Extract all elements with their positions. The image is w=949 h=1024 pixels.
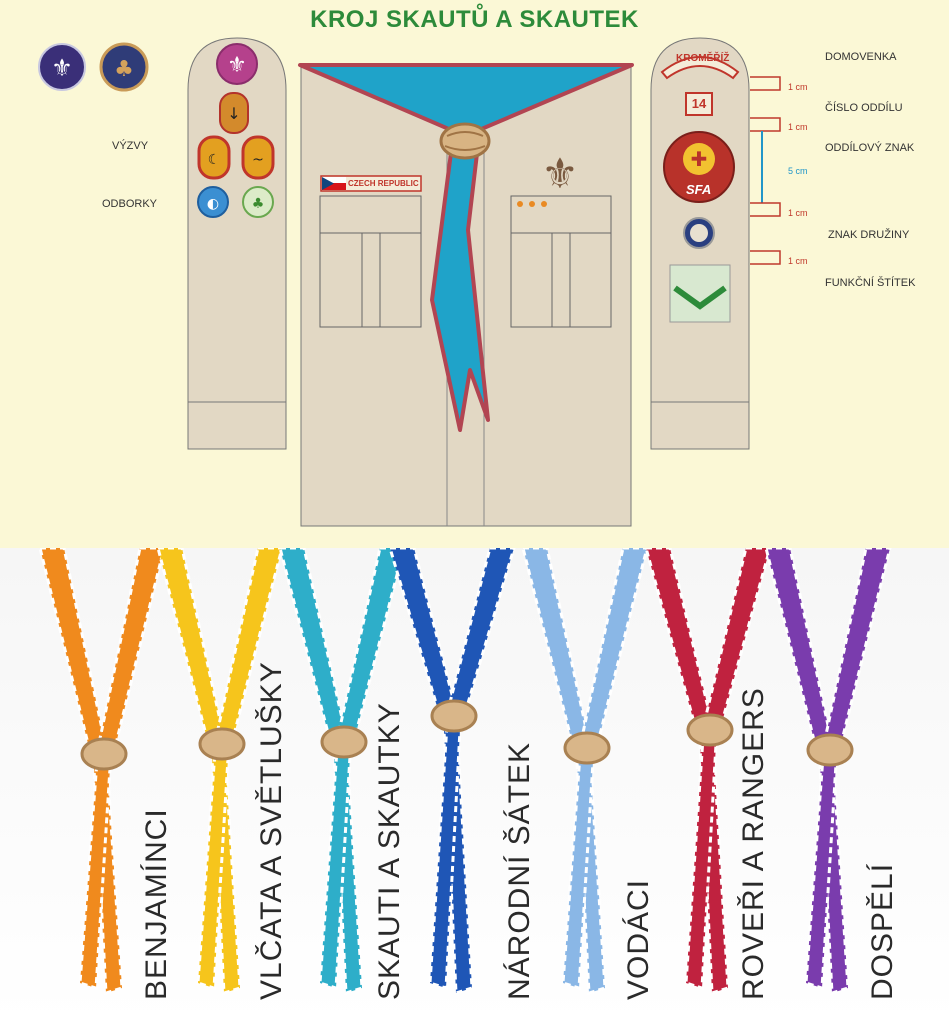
measure-1cm-a: 1 cm <box>788 82 808 92</box>
measure-1cm-d: 1 cm <box>788 256 808 266</box>
left-sleeve: ⚜ ↓ ☾ ~ ◐ ♣ <box>187 37 287 450</box>
neckerchief-label-vodaci: VODÁCI <box>622 878 655 1000</box>
svg-text:♣: ♣ <box>114 57 134 82</box>
troop-badge-text: SFA <box>686 182 712 197</box>
label-domovenka: DOMOVENKA <box>825 51 897 63</box>
label-odborky: ODBORKY <box>102 198 158 210</box>
svg-text:⚜: ⚜ <box>541 149 579 198</box>
neckerchief-label-roveri: ROVEŘI A RANGERS <box>737 687 770 1000</box>
neckerchief-label-benjaminci: BENJAMÍNCI <box>140 808 173 1000</box>
measure-5cm: 5 cm <box>788 166 808 176</box>
wagggs-badge-icon: ♣ <box>99 42 149 92</box>
neckerchief-0 <box>38 548 166 996</box>
svg-text:♣: ♣ <box>252 196 265 212</box>
svg-text:☾: ☾ <box>208 152 221 168</box>
neckerchief-1 <box>156 548 284 996</box>
label-znak-druziny: ZNAK DRUŽINY <box>828 229 910 241</box>
neckerchief-drawings <box>38 548 892 996</box>
neckerchief-label-vlcata: VLČATA A SVĚTLUŠKY <box>255 661 288 1000</box>
home-town-badge-text: KROMĚŘÍŽ <box>676 53 730 64</box>
svg-text:◐: ◐ <box>207 196 219 212</box>
neckerchief-label-dospeli: DOSPĚLÍ <box>866 862 899 1000</box>
label-oddilovy-znak: ODDÍLOVÝ ZNAK <box>825 142 915 154</box>
uniform-diagram: ⚜ ♣ ⚜ ↓ ☾ ~ ◐ ♣ <box>38 37 781 527</box>
flag-text: CZECH REPUBLIC <box>348 179 419 188</box>
neckerchief-on-shirt <box>298 63 634 432</box>
neckerchief-photo <box>0 548 949 1024</box>
svg-text:~: ~ <box>252 152 264 168</box>
neckerchief-5 <box>644 548 772 996</box>
label-vyzvy: VÝZVY <box>112 140 149 152</box>
measurement-lines <box>750 76 781 265</box>
neckerchief-label-narodni: NÁRODNÍ ŠÁTEK <box>503 741 536 1000</box>
svg-text:↓: ↓ <box>227 104 240 123</box>
svg-text:⚜: ⚜ <box>227 53 247 78</box>
neckerchief-label-skauti: SKAUTI A SKAUTKY <box>373 702 406 1000</box>
page-title: KROJ SKAUTŮ A SKAUTEK <box>310 6 639 33</box>
measure-1cm-b: 1 cm <box>788 122 808 132</box>
neckerchief-3 <box>388 548 516 996</box>
neckerchief-4 <box>521 548 649 996</box>
label-funkcni-stitek: FUNKČNÍ ŠTÍTEK <box>825 277 916 289</box>
label-cislo-oddilu: ČÍSLO ODDÍLU <box>825 102 903 114</box>
neckerchief-2 <box>278 548 406 996</box>
measure-1cm-c: 1 cm <box>788 208 808 218</box>
svg-text:⚜: ⚜ <box>51 54 73 82</box>
right-sleeve: ✚ <box>650 37 750 450</box>
svg-text:✚: ✚ <box>691 147 708 171</box>
troop-number-text: 14 <box>691 96 707 111</box>
neckerchief-6 <box>764 548 892 996</box>
wosm-badge-icon: ⚜ <box>38 43 86 91</box>
